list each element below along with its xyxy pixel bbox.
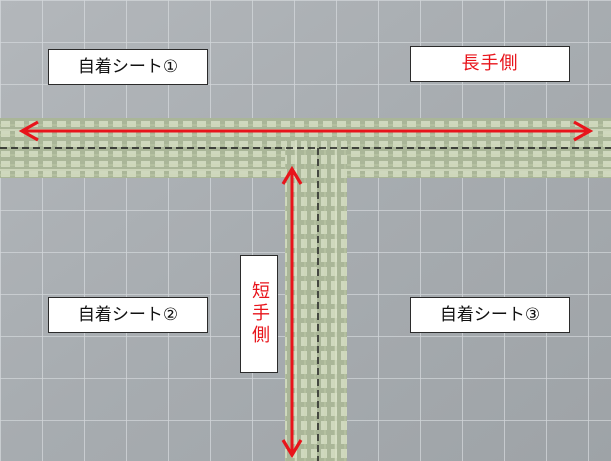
- long-side-arrow-icon: [18, 120, 594, 142]
- label-short-side: 短手側: [240, 255, 278, 373]
- label-sheet-2: 自着シート②: [48, 297, 208, 333]
- short-side-arrow-icon: [281, 165, 303, 459]
- label-long-side: 長手側: [410, 46, 570, 82]
- label-sheet-3: 自着シート③: [410, 297, 570, 333]
- label-sheet-1: 自着シート①: [48, 49, 208, 85]
- tape-vertical: [285, 140, 347, 461]
